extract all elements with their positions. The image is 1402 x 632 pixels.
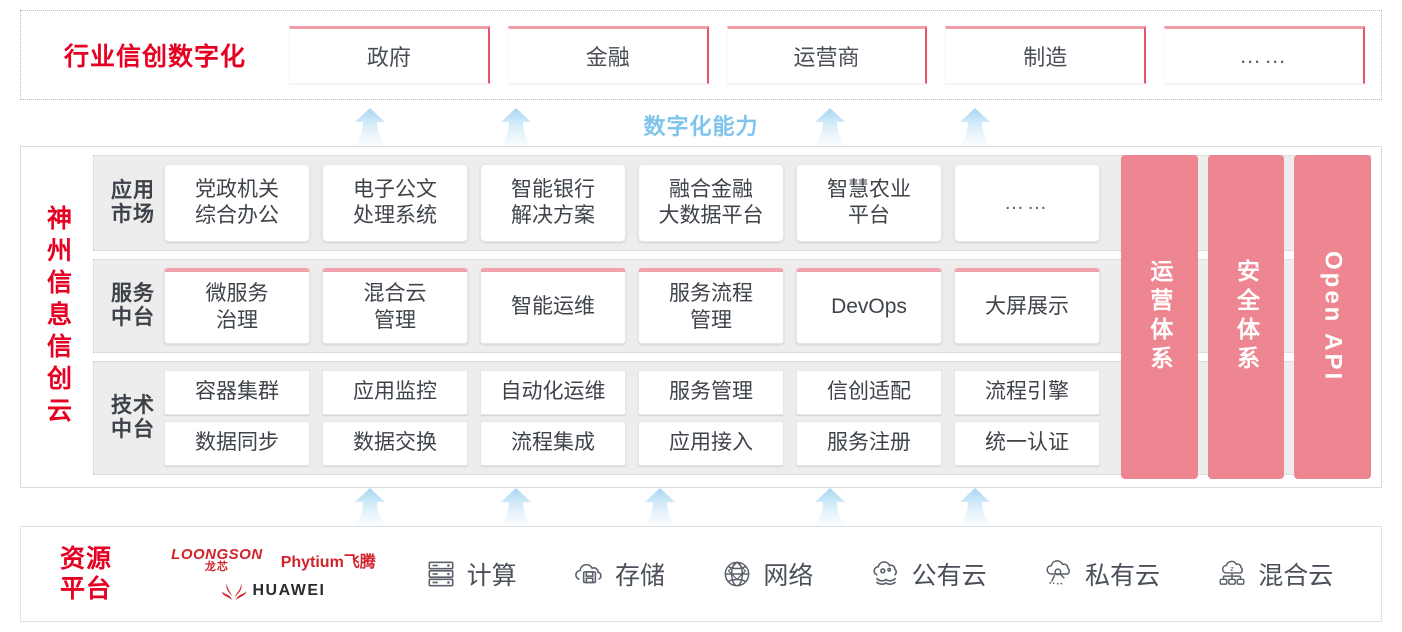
resource-item-private-cloud-label: 私有云 [1084,562,1160,590]
resource-platform-title-text: 资源平台 [59,545,112,603]
vendor-logo-group: LOONGSON 龙芯 Phytium飞腾 [151,547,396,601]
resource-platform-band: 资源平台 LOONGSON 龙芯 Phytium飞腾 [20,526,1382,622]
app-cell-party-government-office[interactable]: 党政机关综合办公 [164,164,310,242]
pillar-open-api[interactable]: Open API [1294,155,1372,479]
tech-cell-automated-ops[interactable]: 自动化运维 [480,370,626,415]
tech-cell-service-registry[interactable]: 服务注册 [796,421,942,466]
resource-item-network-label: 网络 [763,562,814,590]
tech-cell-data-sync[interactable]: 数据同步 [164,421,310,466]
resource-item-hybrid-cloud[interactable]: z 混合云 [1215,556,1333,592]
cloud-platform-container: 神州信息信创云 应用市场 党政机关综合办公 电子公文处理系统 智能银行解决方案 … [20,146,1382,488]
up-arrow-icon [807,108,853,146]
phytium-logo: Phytium飞腾 [280,554,376,571]
service-cell-large-screen-display[interactable]: 大屏展示 [954,268,1100,344]
hybrid-cloud-icon: z [1215,557,1249,591]
service-platform-cells: 微服务治理 混合云管理 智能运维 服务流程管理 DevOps 大屏展示 [164,268,1360,344]
up-arrow-icon [807,488,853,526]
loongson-logo: LOONGSON 龙芯 [171,547,263,573]
pillar-open-api-label: Open API [1319,251,1347,383]
service-cell-devops[interactable]: DevOps [796,268,942,344]
up-arrow-icon [493,488,539,526]
app-cell-smart-bank-solution[interactable]: 智能银行解决方案 [480,164,626,242]
up-arrow-icon [637,488,683,526]
cloud-platform-title-text: 神州信息信创云 [43,205,72,429]
resource-arrow-band [20,488,1382,526]
tech-cell-xinchuang-adaptation[interactable]: 信创适配 [796,370,942,415]
industry-box-finance[interactable]: 金融 [507,26,709,84]
tech-cell-container-cluster[interactable]: 容器集群 [164,370,310,415]
up-arrow-icon [493,108,539,146]
tech-cell-application-monitoring[interactable]: 应用监控 [322,370,468,415]
service-cell-service-process-management[interactable]: 服务流程管理 [638,268,784,344]
service-cell-hybrid-cloud-management[interactable]: 混合云管理 [322,268,468,344]
application-market-cells: 党政机关综合办公 电子公文处理系统 智能银行解决方案 融合金融大数据平台 智慧农… [164,164,1360,242]
industry-box-operator[interactable]: 运营商 [726,26,928,84]
resource-item-list: 计算 存储 [396,556,1381,592]
vendor-logo-line-1: LOONGSON 龙芯 Phytium飞腾 [171,547,376,573]
capability-arrow-band: 数字化能力 [20,104,1382,146]
industry-box-manufacturing[interactable]: 制造 [945,26,1147,84]
app-cell-smart-agriculture-platform[interactable]: 智慧农业平台 [796,164,942,242]
app-cell-integrated-finance-bigdata[interactable]: 融合金融大数据平台 [638,164,784,242]
tech-cell-service-management[interactable]: 服务管理 [638,370,784,415]
industry-band: 行业信创数字化 政府 金融 运营商 制造 …… [20,10,1382,100]
network-globe-icon [720,557,754,591]
huawei-flower-icon [221,581,246,601]
pillar-security-system-label: 安全体系 [1233,259,1260,375]
resource-item-hybrid-cloud-label: 混合云 [1258,562,1334,590]
tech-cell-process-engine[interactable]: 流程引擎 [954,370,1100,415]
cloud-platform-title: 神州信息信创云 [21,147,93,487]
resource-platform-title: 资源平台 [21,544,151,604]
pillar-operations-system-label: 运营体系 [1146,259,1173,375]
resource-item-storage-label: 存储 [614,562,665,590]
technical-platform-row-1: 容器集群 应用监控 自动化运维 服务管理 信创适配 流程引擎 [164,370,1100,415]
svg-text:z: z [1230,564,1234,573]
vendor-logo-line-2: HUAWEI [221,581,326,601]
cloud-layers: 应用市场 党政机关综合办公 电子公文处理系统 智能银行解决方案 融合金融大数据平… [93,147,1381,487]
layer-label-application-market: 应用市场 [111,178,155,226]
industry-box-list: 政府 金融 运营商 制造 …… [289,26,1381,84]
layer-label-technical-platform: 技术中台 [111,393,155,441]
resource-item-public-cloud[interactable]: 公有云 [869,556,987,592]
app-cell-more[interactable]: …… [954,164,1100,242]
service-cell-microservice-governance[interactable]: 微服务治理 [164,268,310,344]
up-arrow-icon [952,488,998,526]
capability-label: 数字化能力 [643,114,759,139]
industry-box-more[interactable]: …… [1164,26,1365,84]
service-cell-intelligent-operations[interactable]: 智能运维 [480,268,626,344]
resource-item-public-cloud-label: 公有云 [911,562,987,590]
private-cloud-icon [1042,557,1076,591]
loongson-logo-cn: 龙芯 [204,561,229,573]
cloud-storage-icon [572,557,606,591]
resource-item-compute[interactable]: 计算 [424,556,517,592]
server-rack-icon [424,557,458,591]
tech-cell-unified-authentication[interactable]: 统一认证 [954,421,1100,466]
loongson-logo-en: LOONGSON [171,546,263,563]
up-arrow-icon [347,108,393,146]
industry-band-title: 行业信创数字化 [63,43,246,71]
tech-cell-application-access[interactable]: 应用接入 [638,421,784,466]
resource-item-private-cloud[interactable]: 私有云 [1042,556,1160,592]
huawei-logo-text: HUAWEI [252,582,326,599]
huawei-logo: HUAWEI [221,581,326,601]
tech-cell-data-exchange[interactable]: 数据交换 [322,421,468,466]
cross-cutting-pillars: 运营体系 安全体系 Open API [1121,155,1372,479]
tech-cell-process-integration[interactable]: 流程集成 [480,421,626,466]
public-cloud-icon [869,557,903,591]
layer-label-service-platform: 服务中台 [111,281,155,329]
up-arrow-icon [952,108,998,146]
pillar-operations-system[interactable]: 运营体系 [1121,155,1198,479]
resource-item-compute-label: 计算 [466,562,517,590]
up-arrow-icon [347,488,393,526]
app-cell-edoc-processing-system[interactable]: 电子公文处理系统 [322,164,468,242]
resource-item-storage[interactable]: 存储 [572,556,665,592]
pillar-security-system[interactable]: 安全体系 [1207,155,1285,479]
technical-platform-cells: 容器集群 应用监控 自动化运维 服务管理 信创适配 流程引擎 数据同步 数据交换… [164,370,1360,466]
technical-platform-row-2: 数据同步 数据交换 流程集成 应用接入 服务注册 统一认证 [164,421,1100,466]
industry-box-government[interactable]: 政府 [289,26,490,84]
resource-item-network[interactable]: 网络 [720,556,813,592]
